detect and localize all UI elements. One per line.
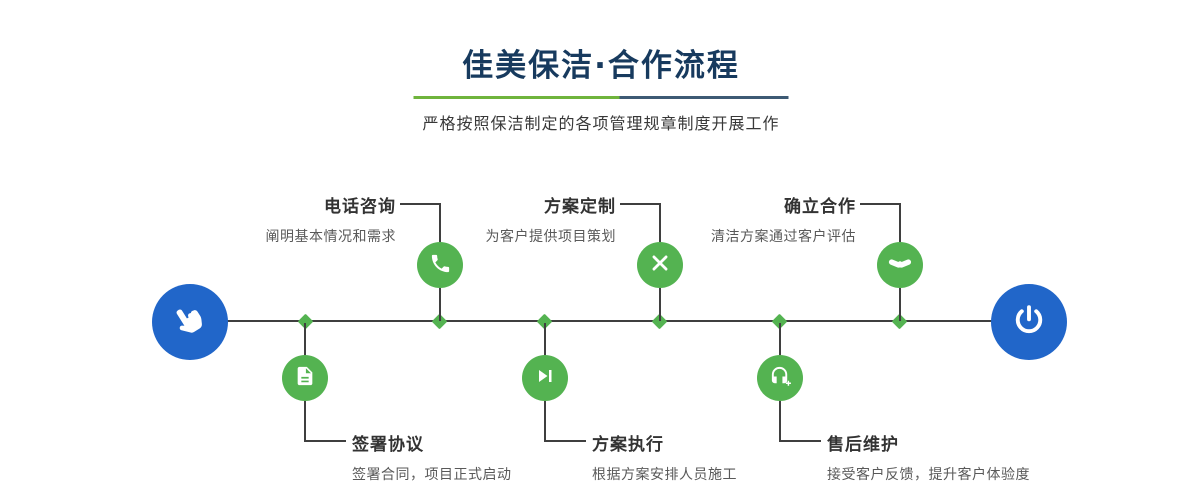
step-label-phone: 电话咨询 阐明基本情况和需求 [116, 192, 396, 246]
execute-icon [533, 364, 557, 392]
headset-icon [769, 365, 792, 392]
connector-stem [544, 323, 546, 355]
design-tools-icon [648, 251, 672, 279]
step-title: 确立合作 [784, 197, 856, 217]
title-divider [413, 96, 789, 99]
timeline-end-node [991, 284, 1067, 360]
connector-elbow [860, 203, 901, 242]
step-title: 电话咨询 [324, 197, 396, 217]
phone-icon [429, 252, 452, 279]
step-icon-circle-design [637, 242, 683, 288]
step-icon-circle-execute [522, 355, 568, 401]
timeline-start-node [152, 284, 228, 360]
step-label-cooperation: 确立合作 清洁方案通过客户评估 [576, 192, 856, 246]
step-label-design: 方案定制 为客户提供项目策划 [336, 192, 616, 246]
connector-stem [304, 323, 306, 355]
step-title: 售后维护 [827, 435, 899, 455]
connector-elbow [620, 203, 661, 242]
step-label-execute: 方案执行 根据方案安排人员施工 [592, 430, 902, 484]
connector-stem [899, 288, 901, 321]
connector-stem [779, 323, 781, 355]
step-label-contract: 签署协议 签署合同，项目正式启动 [352, 430, 662, 484]
step-icon-circle-phone [417, 242, 463, 288]
connector-elbow [544, 401, 586, 442]
connector-stem [439, 288, 441, 321]
contract-icon [294, 365, 316, 391]
step-icon-circle-support [757, 355, 803, 401]
step-desc: 阐明基本情况和需求 [265, 229, 396, 245]
step-title: 方案执行 [592, 435, 664, 455]
timeline-line [190, 320, 1030, 322]
step-desc: 清洁方案通过客户评估 [711, 229, 856, 245]
step-desc: 为客户提供项目策划 [485, 229, 616, 245]
page-title: 佳美保洁·合作流程 [462, 48, 740, 84]
step-label-support: 售后维护 接受客户反馈，提升客户体验度 [827, 430, 1137, 484]
step-title: 方案定制 [544, 197, 616, 217]
connector-elbow [779, 401, 821, 442]
step-icon-circle-handshake [877, 242, 923, 288]
step-icon-circle-contract [282, 355, 328, 401]
hand-pointer-icon [164, 296, 216, 349]
step-desc: 签署合同，项目正式启动 [352, 467, 512, 483]
power-icon [1011, 302, 1047, 342]
step-desc: 根据方案安排人员施工 [592, 467, 737, 483]
connector-stem [659, 288, 661, 321]
divider-green-segment [413, 96, 620, 99]
divider-blue-segment [619, 96, 789, 99]
step-desc: 接受客户反馈，提升客户体验度 [827, 467, 1030, 483]
handshake-icon [887, 250, 913, 280]
step-title: 签署协议 [352, 435, 424, 455]
connector-elbow [400, 203, 441, 242]
page-subtitle: 严格按照保洁制定的各项管理规章制度开展工作 [422, 114, 780, 133]
connector-elbow [304, 401, 346, 442]
